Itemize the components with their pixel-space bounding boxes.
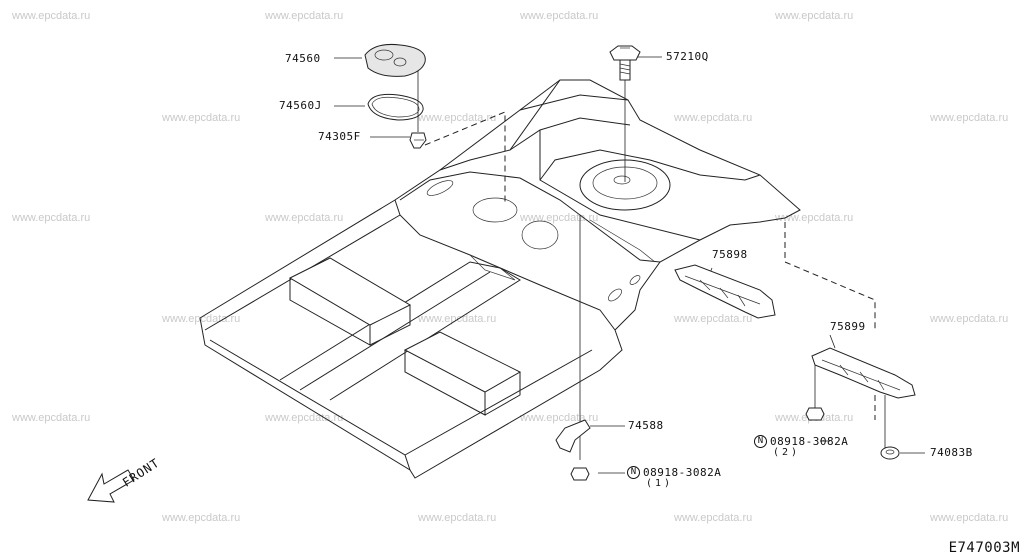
part-74560J-seal [367,93,424,121]
watermark-text: www.epcdata.ru [930,512,1009,524]
watermark-text: www.epcdata.ru [674,512,753,524]
diagram-reference-code: E747003M [948,540,1020,556]
part-nut-2 [805,407,825,421]
watermark-text: www.epcdata.ru [520,10,599,22]
part-75899-bracket [811,347,916,399]
part-number-74588: 74588 [628,419,664,432]
watermark-text: www.epcdata.ru [265,212,344,224]
floor-panel [199,79,801,479]
watermark-text: www.epcdata.ru [674,112,753,124]
leader-lines [334,56,925,474]
watermark-text: www.epcdata.ru [520,412,599,424]
watermark-text: www.epcdata.ru [775,10,854,22]
dashed-reference-lines [424,111,876,420]
part-number-08918-3082A-2: 08918-3082A [770,435,849,448]
part-74588-bracket [555,419,591,453]
watermark-text: www.epcdata.ru [930,112,1009,124]
watermark-text: www.epcdata.ru [162,112,241,124]
part-number-74560J: 74560J [279,99,322,112]
watermark-text: www.epcdata.ru [418,112,497,124]
part-75898-bracket [674,264,776,319]
quantity-1: (1) [646,478,674,489]
watermark-text: www.epcdata.ru [775,212,854,224]
part-number-08918-3082A-1: 08918-3082A [643,466,722,479]
part-74083B-grommet [880,446,900,460]
watermark-text: www.epcdata.ru [930,313,1009,325]
part-57210Q-bolt [609,45,641,81]
part-number-74560: 74560 [285,52,321,65]
watermark-text: www.epcdata.ru [265,10,344,22]
part-number-57210Q: 57210Q [666,50,709,63]
watermark-text: www.epcdata.ru [12,412,91,424]
n-symbol-icon: N [754,435,767,448]
part-nut-1 [570,467,590,481]
part-74305F-clip [409,132,427,149]
watermark-text: www.epcdata.ru [12,10,91,22]
watermark-text: www.epcdata.ru [265,412,344,424]
watermark-text: www.epcdata.ru [418,313,497,325]
watermark-text: www.epcdata.ru [12,212,91,224]
watermark-text: www.epcdata.ru [162,512,241,524]
watermark-text: www.epcdata.ru [418,512,497,524]
quantity-2: (2) [773,447,801,458]
front-arrow-icon [87,469,135,503]
part-number-74083B: 74083B [930,446,973,459]
part-number-75899: 75899 [830,320,866,333]
n-symbol-icon: N [627,466,640,479]
watermark-text: www.epcdata.ru [162,313,241,325]
part-number-74305F: 74305F [318,130,361,143]
part-74560-cover [364,44,426,77]
watermark-text: www.epcdata.ru [674,313,753,325]
part-number-75898: 75898 [712,248,748,261]
